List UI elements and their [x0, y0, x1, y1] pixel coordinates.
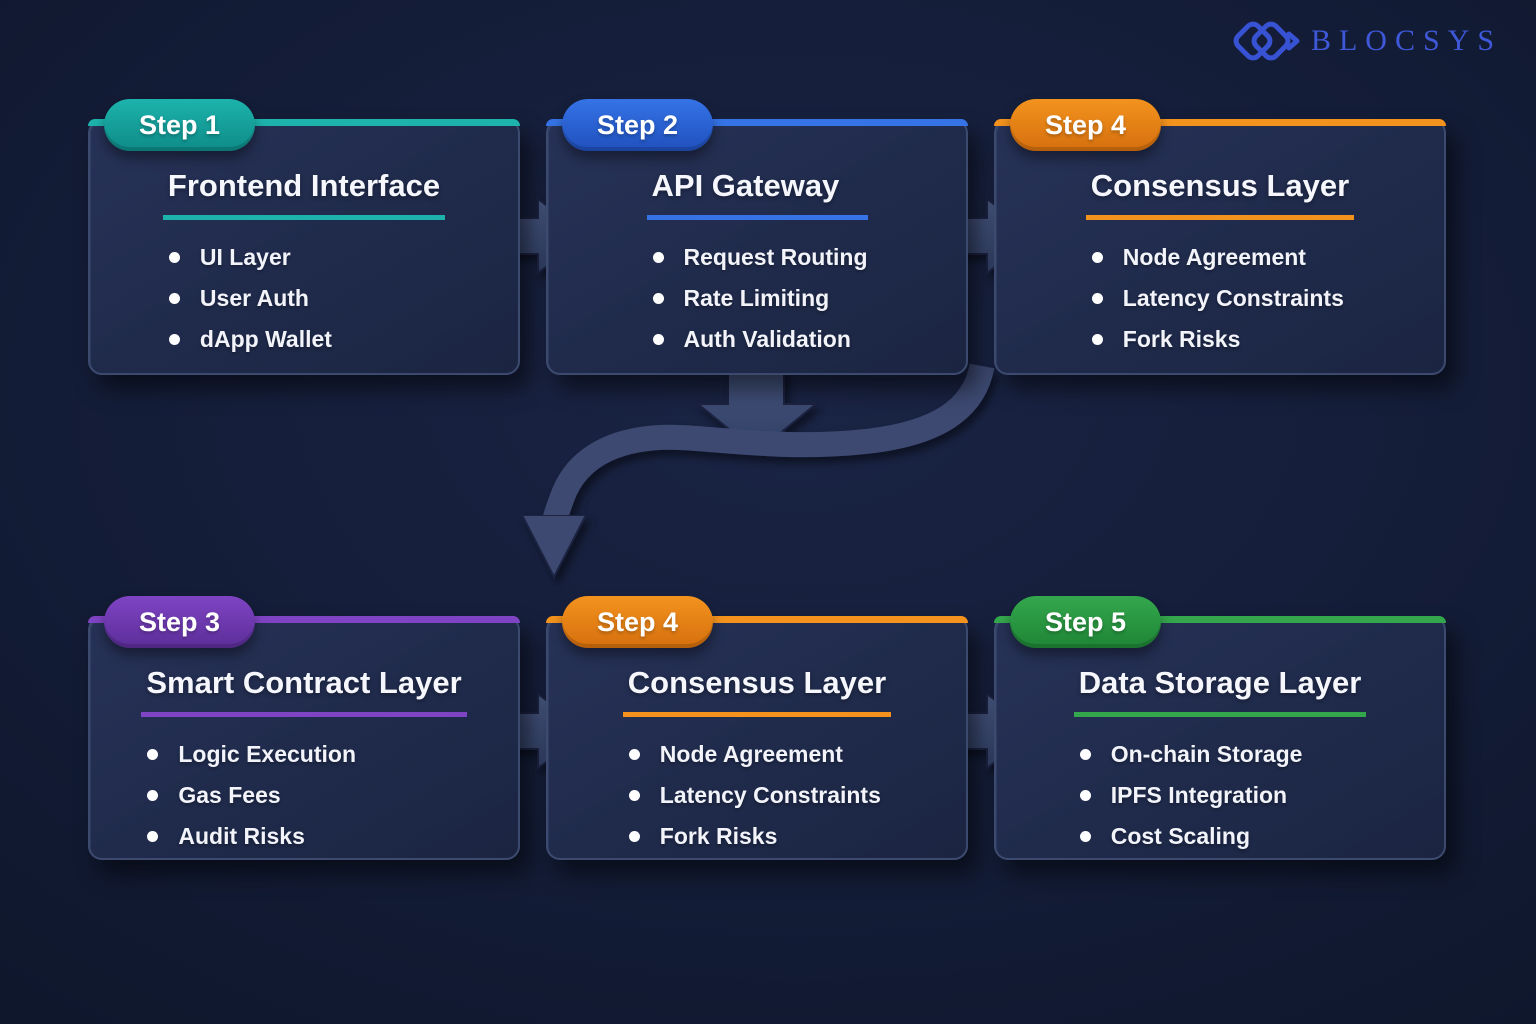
bullet-dot [652, 334, 664, 345]
bullet-item: Gas Fees [147, 775, 356, 816]
bullet-dot [168, 334, 180, 345]
step-card-data-storage-layer: Step 5 Data Storage Layer On-chain Stora… [994, 596, 1446, 860]
bullet-text: Node Agreement [659, 741, 843, 767]
bullet-item: Fork Risks [1091, 319, 1344, 360]
bullet-text: Audit Risks [178, 823, 305, 849]
bullet-text: Request Routing [683, 244, 868, 270]
bullet-dot [1091, 334, 1103, 345]
bullet-item: Auth Validation [652, 319, 868, 360]
bullet-text: Cost Scaling [1110, 823, 1251, 849]
bullet-text: Rate Limiting [683, 285, 830, 311]
bullet-item: Cost Scaling [1079, 816, 1303, 857]
bullet-dot [652, 252, 664, 263]
bullet-item: Latency Constraints [1091, 278, 1344, 319]
card-title: Data Storage Layer [1073, 664, 1367, 717]
bullet-dot [168, 252, 180, 263]
bullet-dot [1079, 749, 1091, 760]
bullet-text: Fork Risks [659, 823, 778, 849]
bullet-text: Fork Risks [1122, 326, 1241, 352]
bullet-list: UI Layer User Auth dApp Wallet [163, 237, 332, 360]
step-badge: Step 4 [1010, 99, 1162, 151]
bullet-item: Rate Limiting [652, 278, 868, 319]
bullet-item: On-chain Storage [1079, 734, 1303, 775]
bullet-item: Request Routing [652, 237, 868, 278]
bullet-dot [628, 831, 640, 842]
step-card-frontend-interface: Step 1 Frontend Interface UI Layer User … [88, 99, 520, 375]
bullet-item: Node Agreement [1091, 237, 1344, 278]
card-title: Smart Contract Layer [141, 664, 467, 717]
bullet-text: Gas Fees [178, 782, 281, 808]
bullet-text: Auth Validation [683, 326, 851, 352]
bullet-list: Request Routing Rate Limiting Auth Valid… [647, 237, 868, 360]
bullet-dot [1091, 252, 1103, 263]
bullet-list: On-chain Storage IPFS Integration Cost S… [1074, 734, 1303, 857]
card-title: Consensus Layer [1085, 167, 1355, 220]
step-badge: Step 1 [104, 99, 256, 151]
step-card-consensus-layer-bottom: Step 4 Consensus Layer Node Agreement La… [546, 596, 968, 860]
bullet-item: Audit Risks [147, 816, 356, 857]
bullet-item: Latency Constraints [628, 775, 881, 816]
bullet-list: Node Agreement Latency Constraints Fork … [623, 734, 881, 857]
bullet-text: dApp Wallet [199, 326, 332, 352]
bullet-item: UI Layer [168, 237, 332, 278]
bullet-text: User Auth [199, 285, 309, 311]
bullet-text: Latency Constraints [659, 782, 881, 808]
bullet-item: Node Agreement [628, 734, 881, 775]
bullet-dot [1079, 831, 1091, 842]
bullet-dot [652, 293, 664, 304]
card-title: Consensus Layer [622, 664, 892, 717]
step-card-consensus-layer-top: Step 4 Consensus Layer Node Agreement La… [994, 99, 1446, 375]
bullet-list: Node Agreement Latency Constraints Fork … [1086, 237, 1344, 360]
step-badge: Step 2 [562, 99, 714, 151]
arrow-curve-to-consensus [554, 363, 995, 527]
card-title: Frontend Interface [162, 167, 446, 220]
step-badge: Step 5 [1010, 596, 1162, 648]
step-card-api-gateway: Step 2 API Gateway Request Routing Rate … [546, 99, 968, 375]
bullet-text: Latency Constraints [1122, 285, 1344, 311]
step-badge: Step 3 [104, 596, 256, 648]
bullet-item: Logic Execution [147, 734, 356, 775]
bullet-dot [147, 831, 159, 842]
bullet-list: Logic Execution Gas Fees Audit Risks [141, 734, 356, 857]
bullet-dot [168, 293, 180, 304]
bullet-dot [1079, 790, 1091, 801]
bullet-text: IPFS Integration [1110, 782, 1288, 808]
logo: BLOCSYS [1231, 12, 1502, 70]
bullet-item: dApp Wallet [168, 319, 332, 360]
bullet-text: Node Agreement [1122, 244, 1306, 270]
step-card-smart-contract-layer: Step 3 Smart Contract Layer Logic Execut… [88, 596, 520, 860]
bullet-item: Fork Risks [628, 816, 881, 857]
bullet-item: User Auth [168, 278, 332, 319]
logo-text: BLOCSYS [1310, 24, 1502, 57]
bullet-dot [147, 790, 159, 801]
step-badge: Step 4 [562, 596, 714, 648]
bullet-dot [1091, 293, 1103, 304]
bullet-dot [628, 749, 640, 760]
bullet-item: IPFS Integration [1079, 775, 1303, 816]
bullet-dot [628, 790, 640, 801]
bullet-dot [147, 749, 159, 760]
logo-diamonds-icon [1233, 21, 1300, 61]
bullet-text: UI Layer [199, 244, 291, 270]
bullet-text: Logic Execution [178, 741, 356, 767]
card-title: API Gateway [646, 167, 868, 220]
bullet-text: On-chain Storage [1110, 741, 1303, 767]
